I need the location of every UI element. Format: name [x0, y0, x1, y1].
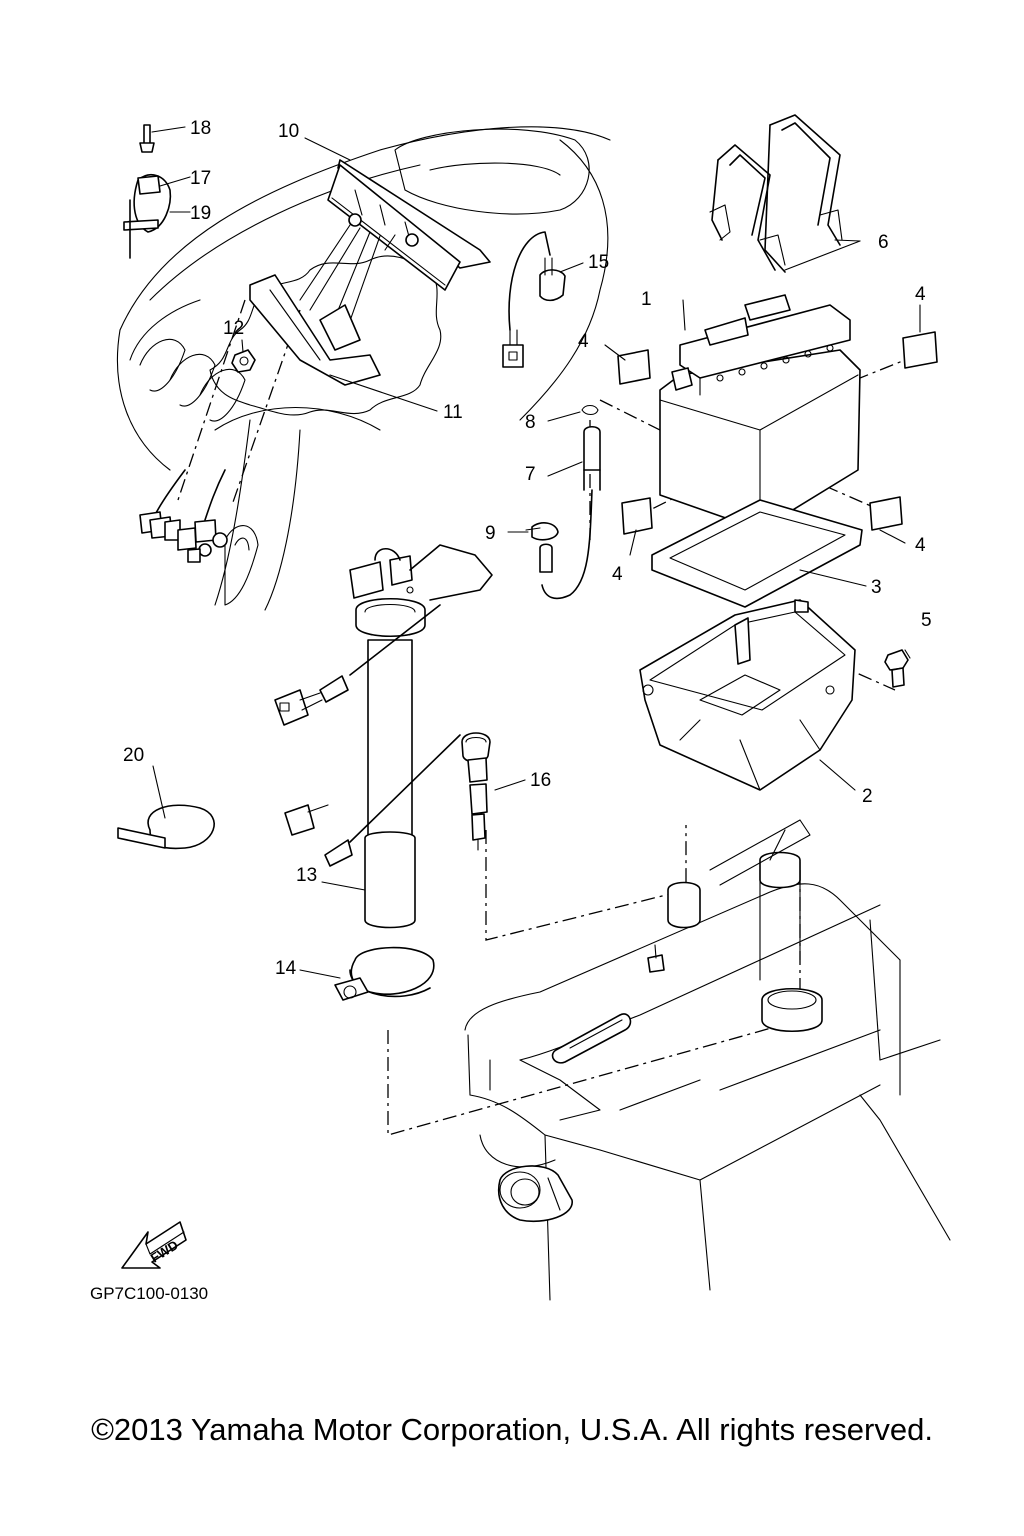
- deck-background-outline: [116, 126, 611, 611]
- callout-1: 1: [641, 289, 652, 310]
- clamp-17-19: [123, 174, 172, 259]
- battery-pad: [651, 499, 863, 608]
- battery-box: [639, 599, 856, 791]
- callout-15: 15: [588, 252, 609, 273]
- callout-10: 10: [278, 121, 299, 142]
- callout-5: 5: [921, 610, 932, 631]
- callout-7: 7: [525, 464, 536, 485]
- callout-14: 14: [275, 958, 297, 979]
- callout-18: 18: [190, 118, 211, 139]
- sensor-16: [461, 732, 491, 851]
- callout-4-lower-right: 4: [915, 535, 926, 556]
- breather-hose-7: [541, 425, 601, 600]
- callout-9: 9: [485, 523, 496, 544]
- callout-19: 19: [190, 203, 211, 224]
- callout-17: 17: [190, 168, 211, 189]
- filler-neck: [498, 1165, 573, 1223]
- callout-4-upper-left: 4: [578, 331, 589, 352]
- meter-harness-connectors: [139, 469, 228, 563]
- callout-12: 12: [223, 318, 244, 339]
- cable-tie-20: [117, 804, 215, 850]
- fuel-sender-13: [349, 544, 493, 929]
- callout-8: 8: [525, 412, 536, 433]
- callout-6: 6: [878, 232, 889, 253]
- hose-clamp-9: [525, 522, 559, 573]
- callout-2: 2: [862, 786, 873, 807]
- fuel-tank: [464, 819, 951, 1301]
- callout-4-lower-left: 4: [612, 564, 623, 585]
- callout-4-upper-right: 4: [915, 284, 926, 305]
- battery-bands: [709, 114, 843, 273]
- callout-13: 13: [296, 865, 317, 886]
- callout-labels: 1 2 3 4 4 4 4 5 6 7 8 9 10 11 12 13 14 1…: [123, 118, 932, 979]
- thermo-connector: [284, 734, 461, 867]
- callout-leaders: [151, 126, 921, 979]
- callout-11: 11: [443, 402, 463, 423]
- battery: [659, 294, 861, 531]
- callout-16: 16: [530, 770, 551, 791]
- callout-3: 3: [871, 577, 882, 598]
- bolt-5: [884, 649, 909, 688]
- callout-20: 20: [123, 745, 144, 766]
- copyright-notice: ©2013 Yamaha Motor Corporation, U.S.A. A…: [91, 1412, 933, 1447]
- label-4: [617, 331, 938, 535]
- meter-bracket: [249, 274, 381, 386]
- sensor-15: [502, 231, 566, 368]
- sender-connector: [274, 604, 441, 726]
- breather-joint-8: [581, 404, 599, 416]
- parts-diagram: 1 2 3 4 4 4 4 5 6 7 8 9 10 11 12 13 14 1…: [90, 114, 951, 1303]
- nut-12: [231, 349, 256, 373]
- clip-18: [139, 124, 155, 153]
- clamp-14: [334, 946, 435, 1001]
- diagram-code: GP7C100-0130: [90, 1284, 208, 1303]
- meter-assembly: [299, 159, 491, 336]
- fwd-arrow-icon: FWD: [121, 1221, 187, 1269]
